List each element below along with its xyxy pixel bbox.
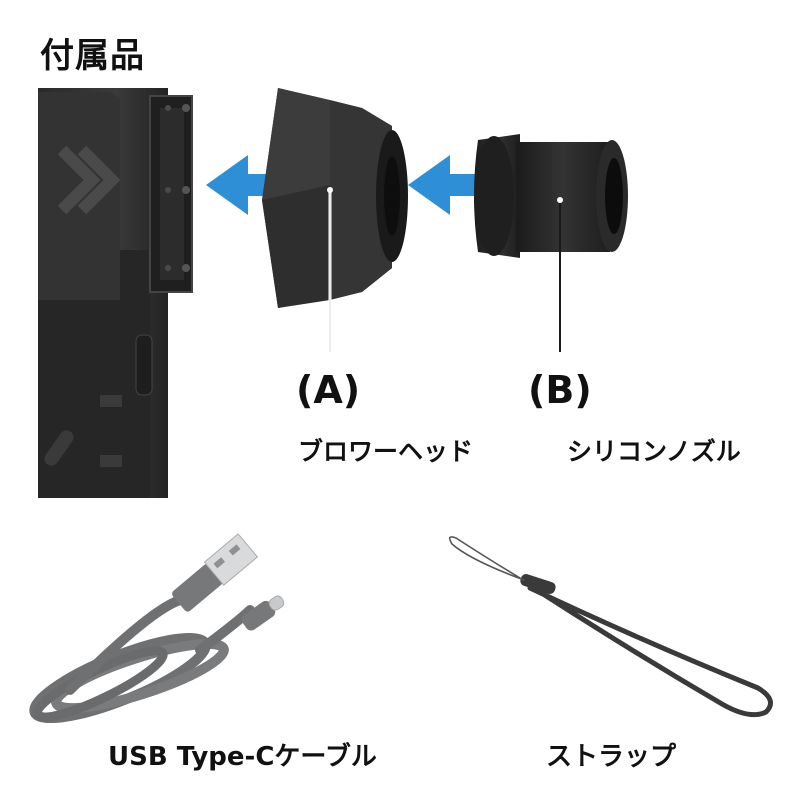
arrow-left-icon-2 [408,155,478,215]
label-b-letter: (B) [528,368,592,412]
page-title: 付属品 [40,36,145,76]
blower-device [38,88,193,498]
strap-caption: ストラップ [546,742,677,772]
strap [448,536,773,718]
silicone-nozzle-b [474,134,628,258]
blower-head-a [262,88,408,308]
label-b-name: シリコンノズル [567,437,741,466]
cable-caption: USB Type-Cケーブル [108,742,377,772]
usb-cable [29,533,285,724]
label-a-name: ブロワーヘッド [298,437,474,466]
label-a-letter: (A) [296,368,361,412]
pointer-line-a [327,187,333,352]
pointer-line-b [557,197,563,352]
